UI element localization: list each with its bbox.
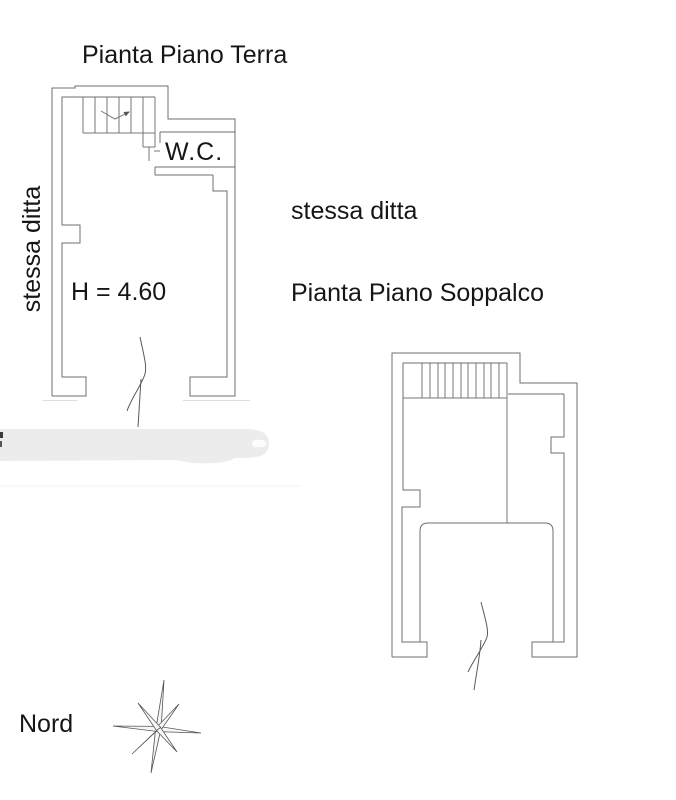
mezzanine-title: Pianta Piano Soppalco bbox=[291, 279, 544, 307]
erased-text-remnant bbox=[0, 441, 2, 447]
ground-floor-title: Pianta Piano Terra bbox=[82, 41, 288, 69]
wc-label: W.C. bbox=[165, 138, 224, 166]
stair-direction-arrow bbox=[100, 110, 130, 120]
compass-rose-icon bbox=[112, 679, 202, 774]
ground-outer-wall bbox=[51, 85, 236, 397]
stessa-ditta-vertical-label: stessa ditta bbox=[18, 185, 46, 313]
ground-floor-plan bbox=[51, 85, 236, 428]
erased-text-remnant bbox=[0, 432, 3, 438]
ground-left-wall bbox=[52, 96, 155, 397]
wc-bottom-wall bbox=[154, 166, 235, 176]
ground-door-leader-line bbox=[126, 336, 147, 428]
mezzanine-staircase bbox=[403, 363, 508, 523]
mezzanine-parapet bbox=[419, 522, 554, 642]
ground-staircase bbox=[82, 97, 160, 161]
mezzanine-door-leader-line bbox=[467, 601, 488, 691]
north-label: Nord bbox=[19, 710, 74, 738]
wc-top-wall bbox=[159, 131, 235, 143]
stessa-ditta-label: stessa ditta bbox=[291, 197, 418, 225]
mezzanine-left-wall bbox=[392, 362, 507, 658]
mezzanine-outer-wall bbox=[391, 352, 578, 658]
redaction-smudge bbox=[0, 400, 300, 487]
ceiling-height-label: H = 4.60 bbox=[71, 278, 167, 306]
mezzanine-floor-plan bbox=[391, 352, 578, 691]
